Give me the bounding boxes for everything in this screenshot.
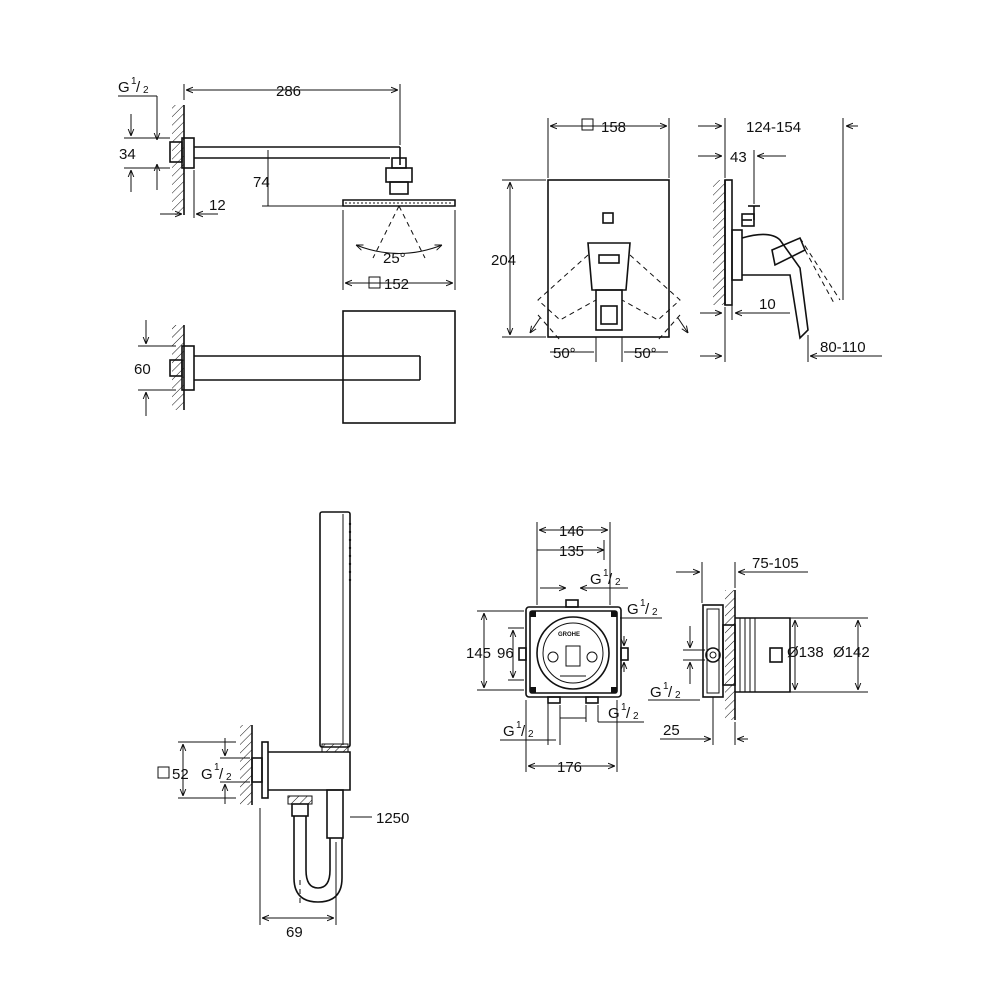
dim-height-inner: 96 [497,645,514,662]
dim-depth: 124-154 [746,119,801,136]
thread-fraction-den: 2 [675,690,681,701]
dim-base-width: 176 [557,759,582,776]
svg-text:/: / [645,601,650,618]
dim-flange-front: 60 [134,361,151,378]
thread-fraction-num: 1 [131,76,137,87]
dim-plate-thickness: 10 [759,296,776,313]
dim-wall-range: 80-110 [820,339,866,356]
dim-arm-length: 286 [276,83,301,100]
svg-text:/: / [608,571,613,588]
dim-plate-width: 158 [601,119,626,136]
dim-spray-angle: 25° [383,250,406,267]
thread-label-g: G [590,571,602,588]
dim-diameter-outer: Ø142 [833,644,870,661]
svg-text:/: / [136,79,141,96]
thread-label-g: G [118,79,130,96]
thread-fraction-den: 2 [633,711,639,722]
svg-text:/: / [521,723,526,740]
dim-holder-square: 52 [172,766,189,783]
thread-fraction-den: 2 [652,607,658,618]
dim-head-square: 152 [384,276,409,293]
dim-hand-offset: 69 [286,924,303,941]
thread-label-g: G [608,705,620,722]
thread-fraction-den: 2 [143,85,149,96]
thread-fraction-num: 1 [603,568,609,579]
mixer-side-view: 124-154 43 10 80-110 [698,118,882,362]
thread-fraction-den: 2 [528,729,534,740]
dim-angle-right: 50° [634,345,657,362]
thread-fraction-num: 1 [640,598,646,609]
dim-side-offset: 25 [663,722,680,739]
wall-hatch [172,105,184,215]
thread-label-g: G [650,684,662,701]
brand-logo-text: GROHE [558,632,580,638]
square-symbol-icon [157,766,170,779]
square-symbol-icon [581,118,594,131]
dim-height-outer: 145 [466,645,491,662]
svg-text:/: / [219,766,224,783]
shower-arm-side-view: 286 G 1 / 2 34 74 12 25° 152 [118,76,456,293]
mixer-plate-front-view: 158 204 50° 50° [491,118,688,362]
dim-outer-width: 146 [559,523,584,540]
dim-hose-length: 1250 [376,810,409,827]
dim-flange-height: 34 [119,146,136,163]
dim-plate-height: 204 [491,252,516,269]
thread-fraction-num: 1 [214,762,220,773]
svg-text:/: / [668,684,673,701]
dim-angle-left: 50° [553,345,576,362]
hand-shower-assembly: 52 G 1 / 2 1250 69 [157,511,409,941]
thread-label-g: G [201,766,213,783]
thread-fraction-num: 1 [621,702,627,713]
dim-diameter-inner: Ø138 [787,644,824,661]
thread-label-g: G [627,601,639,618]
dim-wall-gap: 12 [209,197,226,214]
thread-fraction-num: 1 [663,681,669,692]
square-symbol-icon [368,276,381,289]
thread-fraction-den: 2 [615,577,621,588]
dim-inner-width: 135 [559,543,584,560]
rough-in-box-side-view: 75-105 G 1 / 2 Ø138 Ø142 25 [648,555,870,745]
dim-depth-range: 75-105 [752,555,799,572]
thread-label-g: G [503,723,515,740]
svg-text:/: / [626,705,631,722]
rough-in-box-front-view: GROHE 146 135 G 1 / 2 G 1 / 2 [466,522,662,776]
shower-arm-top-view: 60 [134,310,456,424]
thread-fraction-num: 1 [516,720,522,731]
dim-handle-offset: 43 [730,149,747,166]
thread-fraction-den: 2 [226,772,232,783]
dim-drop: 74 [253,174,270,191]
